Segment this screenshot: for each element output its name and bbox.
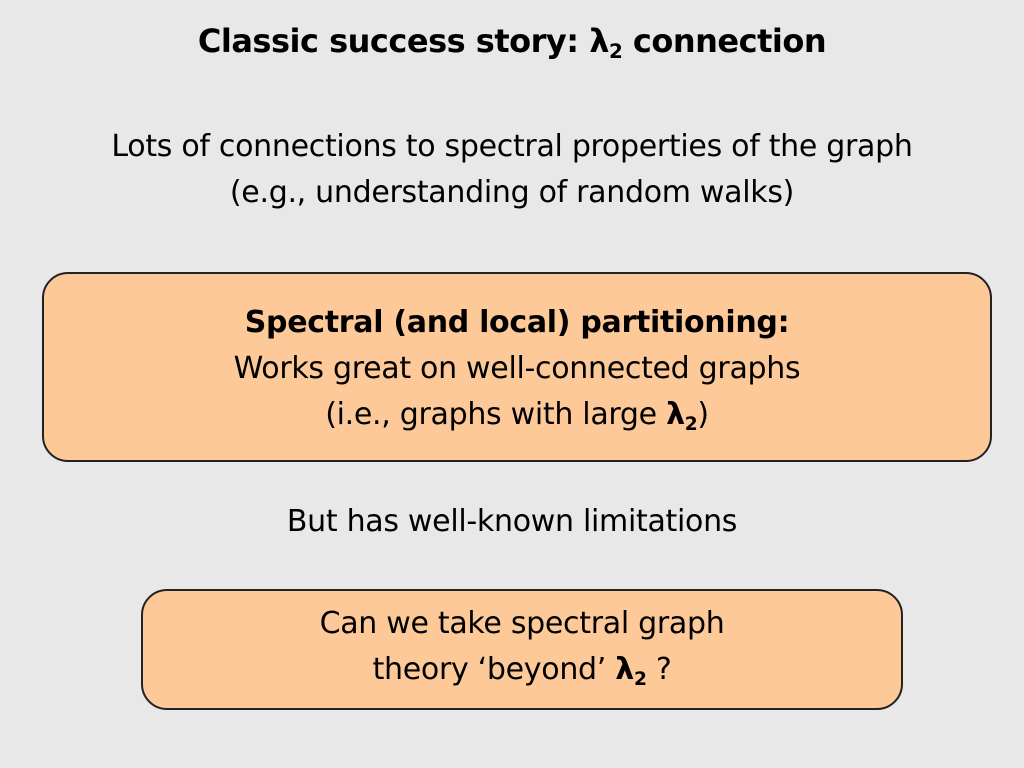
beyond-lambda-box: Can we take spectral graph theory ‘beyon… [141, 589, 903, 710]
title-lambda: λ [589, 22, 609, 60]
limitations-text: But has well-known limitations [286, 504, 738, 539]
box2-lambda-subscript: 2 [633, 668, 647, 690]
slide-title: Classic success story: λ2 connection [0, 22, 1024, 63]
box2-lambda: λ2 [615, 652, 647, 690]
box1-lambda-subscript: 2 [684, 413, 698, 435]
title-prefix: Classic success story: [197, 22, 590, 60]
box1-line-3: (i.e., graphs with large λ2) [44, 392, 990, 442]
box2-line-2: theory ‘beyond’ λ2 ? [143, 647, 901, 697]
box1-line-2: Works great on well-connected graphs [233, 351, 801, 386]
title-suffix: connection [622, 22, 827, 60]
intro-line-2: (e.g., understanding of random walks) [229, 175, 795, 210]
box2-line-1: Can we take spectral graph [319, 606, 725, 641]
box2-line-2-suffix: ? [646, 652, 672, 687]
box2-line-2-prefix: theory ‘beyond’ [372, 652, 616, 687]
intro-line-1: Lots of connections to spectral properti… [111, 129, 913, 164]
box1-line-3-suffix: ) [697, 397, 709, 432]
title-lambda-subscript: 2 [608, 39, 623, 63]
spectral-partitioning-box: Spectral (and local) partitioning: Works… [42, 272, 992, 462]
box1-heading: Spectral (and local) partitioning: [244, 305, 790, 340]
intro-text: Lots of connections to spectral properti… [0, 124, 1024, 216]
box1-lambda: λ2 [666, 397, 698, 435]
box1-line-3-prefix: (i.e., graphs with large [325, 397, 667, 432]
box1-lambda-symbol: λ [666, 397, 685, 432]
box2-lambda-symbol: λ [615, 652, 634, 687]
